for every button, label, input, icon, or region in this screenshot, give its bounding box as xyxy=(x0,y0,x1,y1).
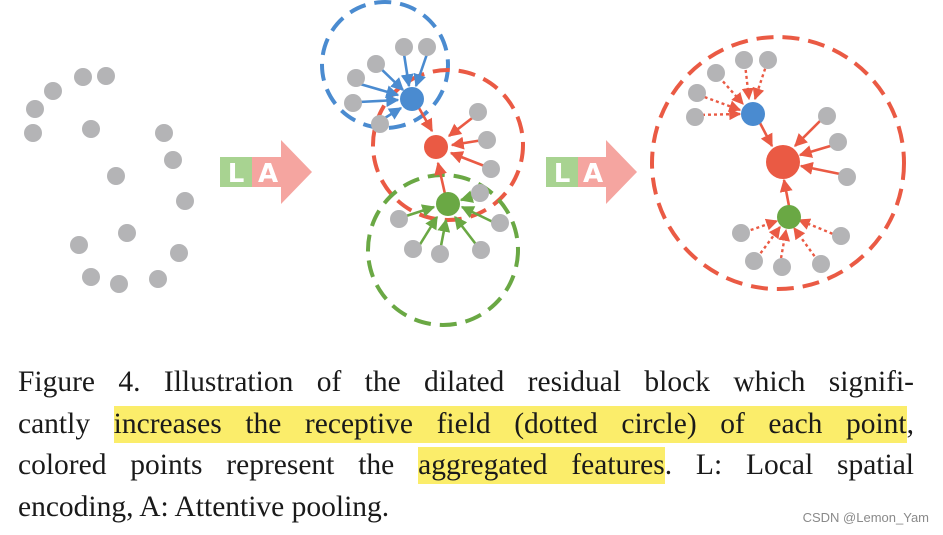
caption-line-1: Figure 4. Illustration of the dilated re… xyxy=(18,366,914,398)
arrow-label-a: A xyxy=(258,159,278,189)
dilated-block-stages xyxy=(320,0,525,327)
blue-aggregated-point xyxy=(741,102,765,126)
arrow-label-a: A xyxy=(583,159,603,189)
red-aggregated-point xyxy=(424,135,448,159)
red-aggregated-point xyxy=(766,145,800,179)
blue-receptive-circle xyxy=(320,0,450,130)
caption-line-3: colored points represent the aggregated … xyxy=(18,445,914,487)
dilated-receptive-circle xyxy=(650,35,906,291)
caption-line-4: encoding, A: Attentive pooling. xyxy=(18,490,390,523)
green-aggregated-point xyxy=(777,205,801,229)
figure-illustration: L A xyxy=(24,0,906,327)
caption-line-2: cantly increases the receptive field (do… xyxy=(18,404,914,446)
la-arrow-first: L A xyxy=(220,140,312,204)
caption-text: cantly xyxy=(18,407,114,440)
blue-aggregated-point xyxy=(400,87,424,111)
dilated-receptive-field xyxy=(650,35,906,291)
arrow-label-l: L xyxy=(228,159,245,189)
arrow-label-l: L xyxy=(554,159,571,189)
caption-highlight-receptive-field: increases the receptive field (dotted ci… xyxy=(113,405,907,443)
caption-highlight-aggregated-features: aggregated features xyxy=(418,447,665,484)
figure-caption: Figure 4. Illustration of the dilated re… xyxy=(18,362,914,528)
caption-text: colored points represent the xyxy=(18,449,419,481)
green-aggregated-point xyxy=(436,192,460,216)
caption-text: . L: Local spatial xyxy=(664,449,914,481)
input-point-cloud xyxy=(24,67,194,293)
la-arrow-second: L A xyxy=(546,140,637,204)
watermark: CSDN @Lemon_Yam xyxy=(802,510,929,525)
caption-text: , xyxy=(906,407,914,440)
